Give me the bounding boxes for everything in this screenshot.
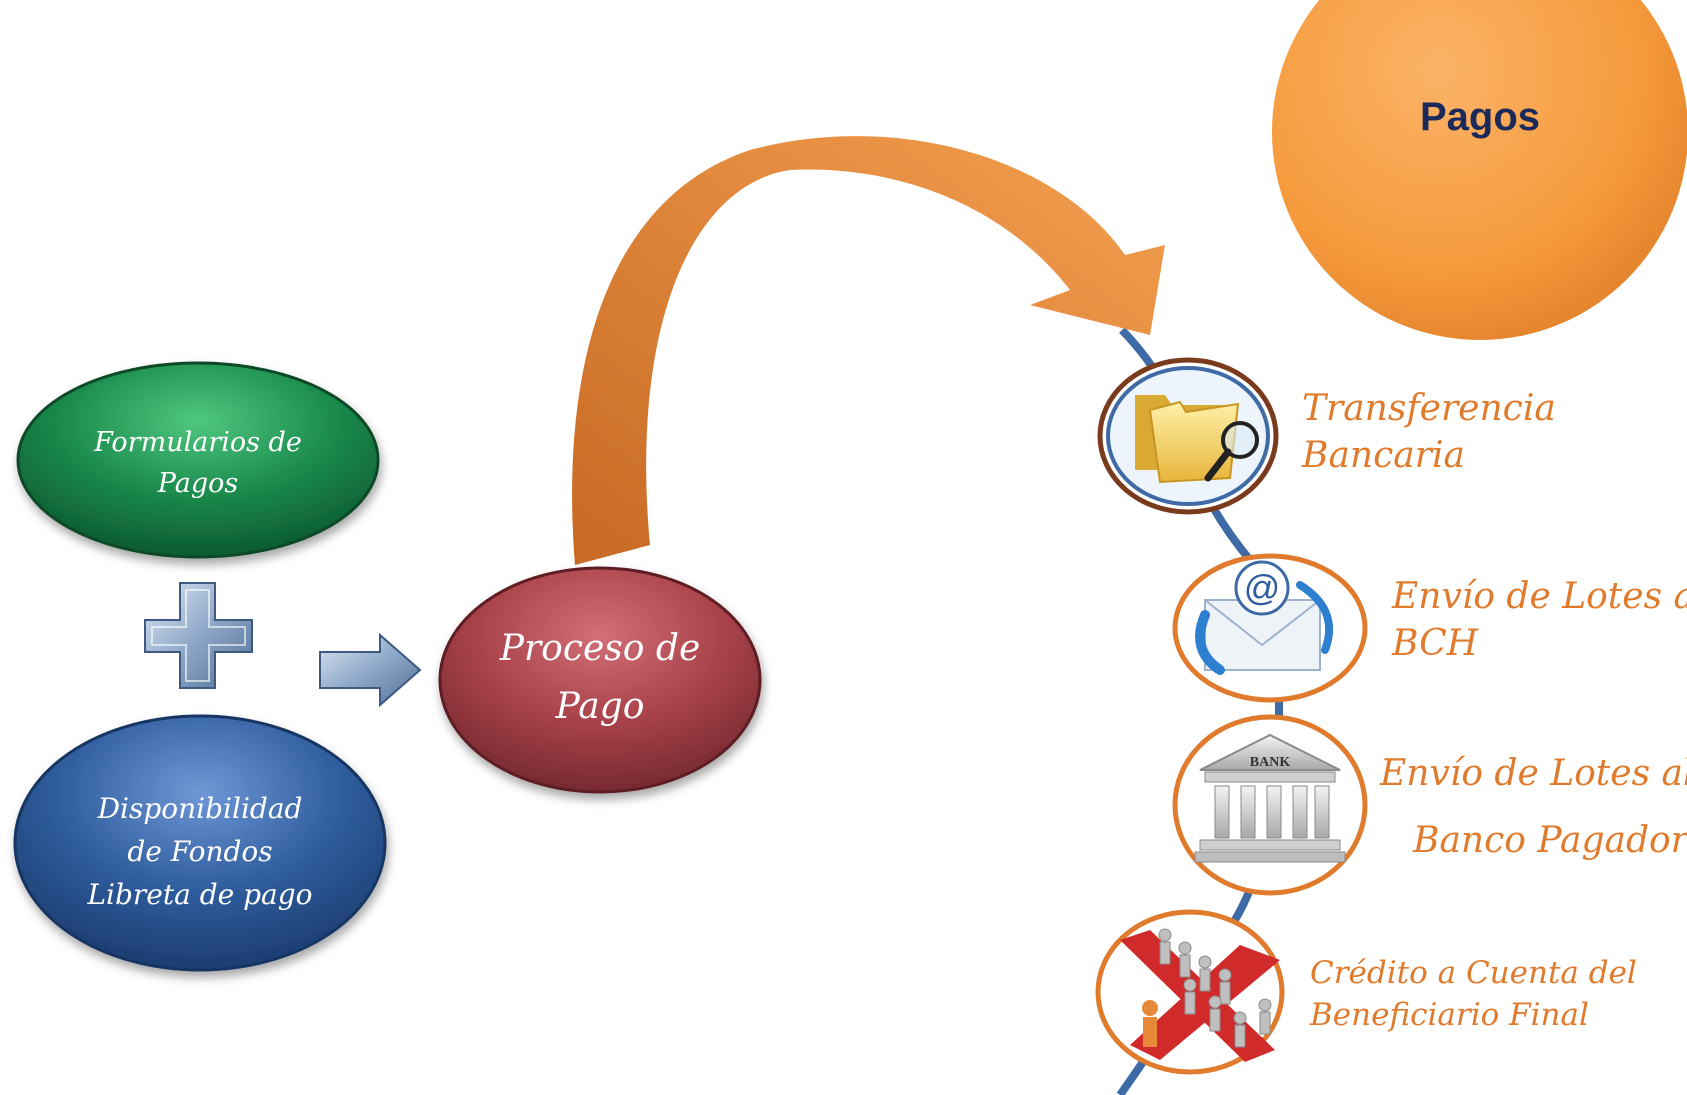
step-envio-banco: BANK [1172,714,1368,896]
process-ellipse [438,566,762,794]
forms-label-line1: Formularios de [93,427,302,458]
bank-icon-label: BANK [1250,755,1291,770]
curved-arrow [572,136,1165,566]
step-credito [1095,909,1285,1075]
folder-search-icon [1135,395,1259,484]
forms-ellipse [16,361,380,559]
plus-icon [144,582,253,689]
step-3-line2: Banco Pagador [1412,820,1687,861]
step-2-line2: BCH [1391,623,1479,664]
svg-text:@: @ [1244,567,1281,608]
process-label-line1: Proceso de [499,628,701,669]
title-circle: Pagos [1272,0,1687,340]
funds-ellipse [13,714,387,972]
step-1-line1: Transferencia [1302,388,1556,429]
step-envio-bch: @ [1172,553,1368,703]
bank-icon: BANK [1194,733,1346,863]
people-crowd-icon [1120,928,1280,1062]
step-1-line2: Bancaria [1301,435,1465,476]
step-2-line1: Envío de Lotes al [1391,576,1687,617]
step-3-line1: Envío de Lotes al [1379,753,1687,794]
step-4-line2: Beneficiario Final [1309,997,1589,1033]
funds-label-line3: Libreta de pago [86,878,312,911]
funds-label-line2: de Fondos [127,835,272,868]
email-send-icon: @ [1195,560,1334,675]
diagram-title: Pagos [1420,95,1540,139]
step-4-line1: Crédito a Cuenta del [1310,955,1637,991]
forms-label-line2: Pagos [157,468,238,499]
funds-label-line1: Disponibilidad [97,792,303,825]
right-arrow-icon [319,632,422,708]
process-label-line2: Pago [555,686,645,727]
step-transferencia [1097,357,1279,515]
